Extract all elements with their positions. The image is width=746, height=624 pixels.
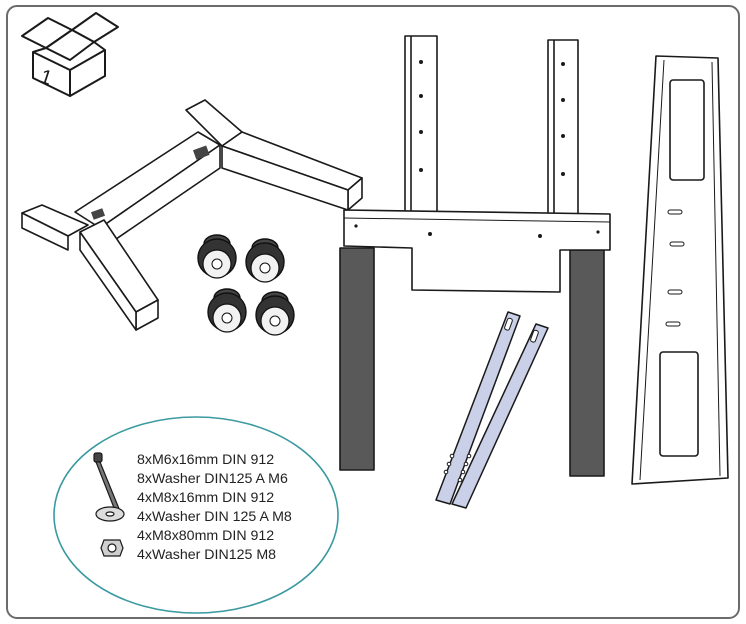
hardware-item: 8xWasher DIN125 A M6 (137, 471, 288, 487)
hardware-item: 4xWasher DIN 125 A M8 (137, 509, 292, 525)
box-icon (21, 12, 119, 97)
rail-left (435, 311, 521, 505)
caster-wheel (207, 288, 247, 333)
hardware-item: 4xWasher DIN125 M8 (137, 547, 277, 563)
rail-right (451, 323, 549, 509)
hardware-item: 8xM6x16mm DIN 912 (137, 452, 275, 468)
base-foot (21, 99, 363, 331)
mounting-bracket (631, 55, 729, 485)
column-frame (339, 35, 611, 477)
left-lower-leg (339, 247, 375, 471)
hardware-callout (53, 416, 339, 614)
hardware-item: 4xM8x16mm DIN 912 (137, 490, 275, 506)
caster-wheel (245, 238, 285, 283)
diagram-border (6, 5, 740, 619)
right-upper-post (547, 39, 579, 227)
washer-icon (95, 506, 125, 522)
slide-rails (435, 311, 549, 509)
mounting-plate (343, 209, 611, 293)
hardware-icons (93, 452, 125, 557)
right-lower-leg (569, 249, 605, 477)
caster-wheel (255, 291, 295, 336)
nut-icon (100, 539, 124, 557)
caster-wheel (197, 234, 237, 279)
hardware-item: 4xM8x80mm DIN 912 (137, 528, 275, 544)
caster-wheels (197, 234, 295, 336)
